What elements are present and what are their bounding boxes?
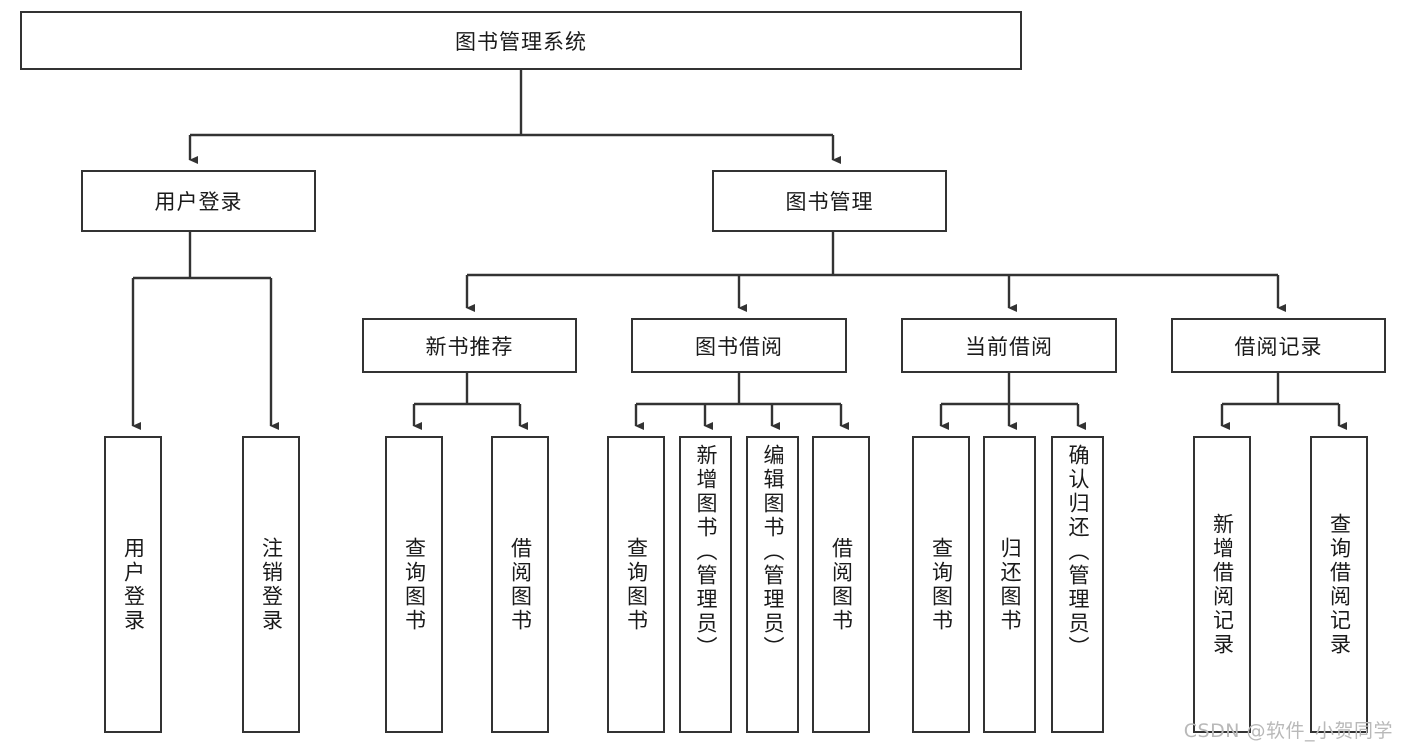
node-label: 查询图书 <box>624 536 649 633</box>
node-label: 新增借阅记录 <box>1210 512 1235 657</box>
node-book-borrow[interactable]: 图书借阅 <box>631 318 847 373</box>
leaf-book-borrow-add[interactable]: 新增图书（管理员） <box>679 436 732 733</box>
node-label: 编辑图书（管理员） <box>761 444 785 660</box>
node-label: 查询借阅记录 <box>1327 512 1352 657</box>
node-label: 图书管理系统 <box>455 29 587 54</box>
node-book-management[interactable]: 图书管理 <box>712 170 947 232</box>
node-label: 确认归还（管理员） <box>1066 444 1090 660</box>
leaf-new-book-borrow[interactable]: 借阅图书 <box>491 436 549 733</box>
node-root-system[interactable]: 图书管理系统 <box>20 11 1022 70</box>
node-label: 用户登录 <box>121 536 146 633</box>
node-label: 注销登录 <box>259 536 284 633</box>
node-label: 新增图书（管理员） <box>694 444 718 660</box>
node-label: 图书管理 <box>785 190 874 214</box>
leaf-borrow-record-query[interactable]: 查询借阅记录 <box>1310 436 1368 733</box>
leaf-book-borrow-query[interactable]: 查询图书 <box>607 436 665 733</box>
node-label: 归还图书 <box>998 536 1022 633</box>
node-label: 借阅图书 <box>829 536 854 633</box>
node-label: 借阅图书 <box>508 536 533 633</box>
node-new-book-recommend[interactable]: 新书推荐 <box>362 318 577 373</box>
node-label: 图书借阅 <box>695 334 783 359</box>
leaf-user-login-login[interactable]: 用户登录 <box>104 436 162 733</box>
node-user-login[interactable]: 用户登录 <box>81 170 316 232</box>
leaf-book-borrow-borrow[interactable]: 借阅图书 <box>812 436 870 733</box>
node-label: 新书推荐 <box>425 334 514 359</box>
leaf-borrow-record-add[interactable]: 新增借阅记录 <box>1193 436 1251 733</box>
node-borrow-record[interactable]: 借阅记录 <box>1171 318 1386 373</box>
leaf-new-book-query[interactable]: 查询图书 <box>385 436 443 733</box>
leaf-current-borrow-confirm[interactable]: 确认归还（管理员） <box>1051 436 1104 733</box>
node-label: 查询图书 <box>929 536 954 633</box>
node-label: 当前借阅 <box>965 334 1053 359</box>
node-label: 查询图书 <box>402 536 427 633</box>
node-label: 用户登录 <box>154 190 243 214</box>
leaf-user-login-logout[interactable]: 注销登录 <box>242 436 300 733</box>
node-current-borrow[interactable]: 当前借阅 <box>901 318 1117 373</box>
leaf-book-borrow-edit[interactable]: 编辑图书（管理员） <box>746 436 799 733</box>
csdn-watermark: CSDN @软件_小贺同学 <box>1183 720 1393 742</box>
node-label: 借阅记录 <box>1234 334 1323 359</box>
leaf-current-borrow-return[interactable]: 归还图书 <box>983 436 1036 733</box>
leaf-current-borrow-query[interactable]: 查询图书 <box>912 436 970 733</box>
